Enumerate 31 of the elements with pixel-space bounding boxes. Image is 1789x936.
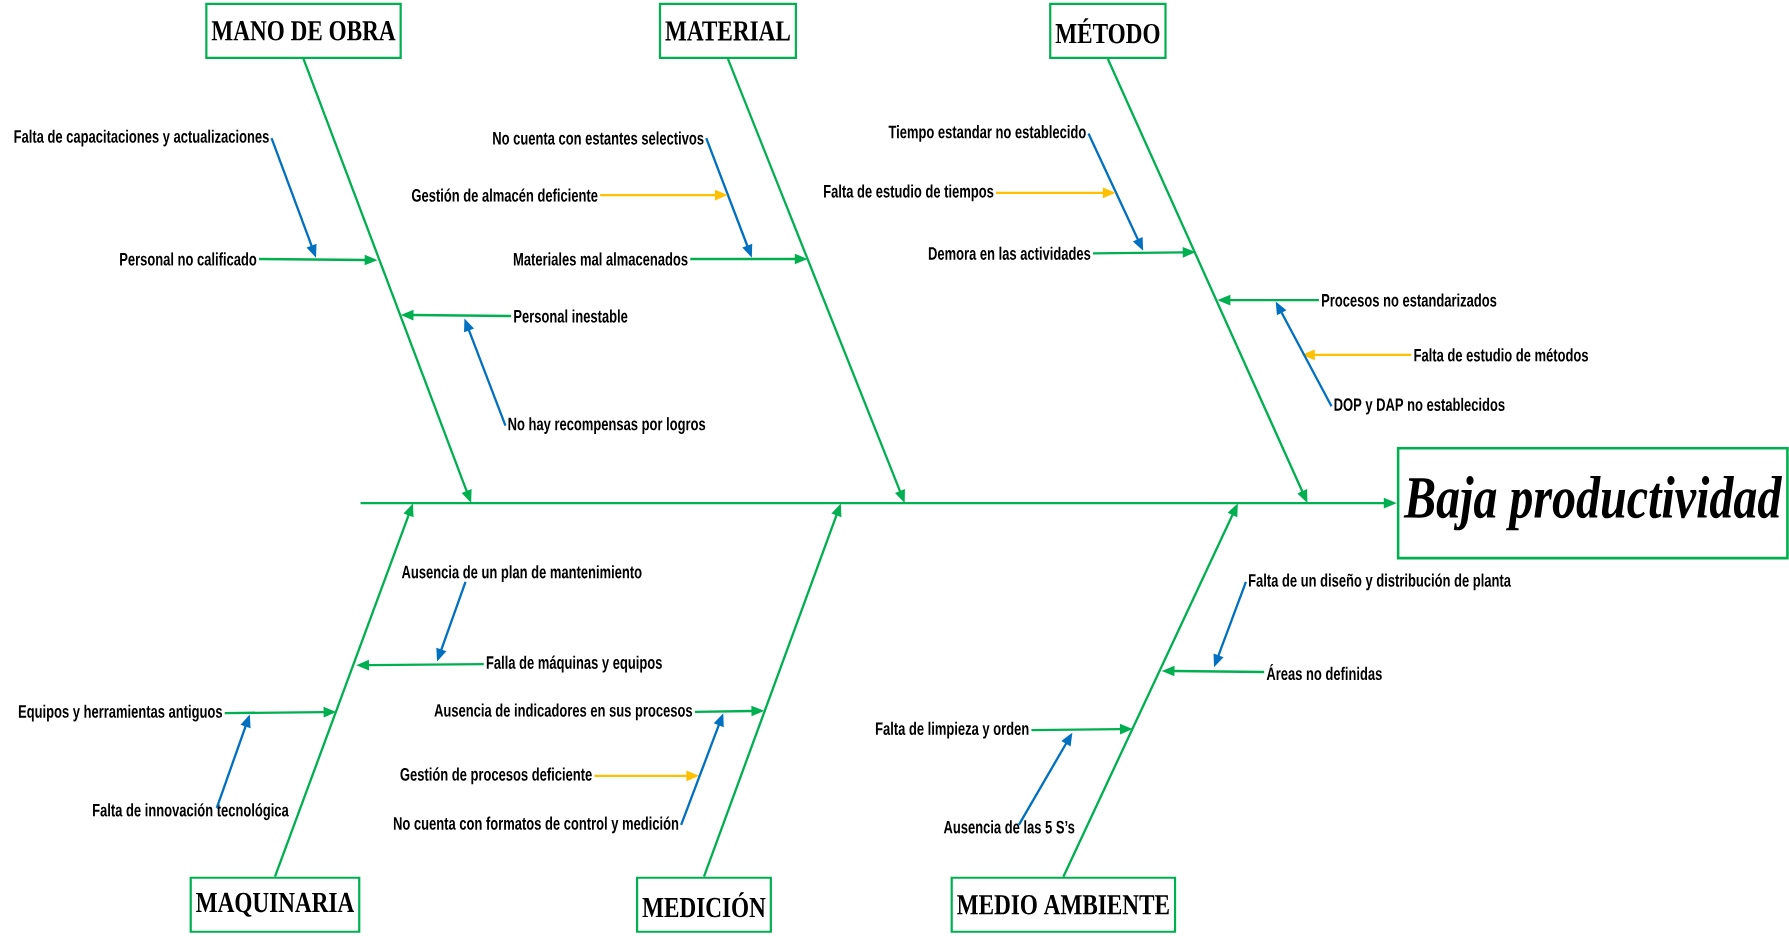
cause-label: Falta de un diseño y distribución de planta xyxy=(1246,571,1513,593)
cause-label: Falla de máquinas y equipos xyxy=(483,653,665,675)
cause-label: Falta de estudio de métodos xyxy=(1411,346,1591,364)
cause-label: Ausencia de un plan de mantenimiento xyxy=(399,563,645,584)
cause-label: Falta de limpieza y orden xyxy=(873,719,1032,741)
cause-label: Personal inestable xyxy=(511,307,630,325)
cause-label: Equipos y herramientas antiguos xyxy=(16,702,225,724)
cause-label: Gestión de procesos deficiente xyxy=(397,765,595,787)
cause-label: Falta de innovación tecnológica xyxy=(90,801,291,823)
cause-label: No cuenta con formatos de control y medición xyxy=(391,814,681,836)
category-box: MEDIO AMBIENTE xyxy=(950,876,1177,933)
category-box: MANO DE OBRA xyxy=(205,2,402,59)
cause-label: DOP y DAP no establecidos xyxy=(1331,395,1508,417)
cause-label: Falta de estudio de tiempos xyxy=(821,182,996,204)
cause-label: Tiempo estandar no establecido xyxy=(886,123,1089,144)
cause-label: Ausencia de las 5 S’s xyxy=(941,818,1077,836)
cause-label: Demora en las actividades xyxy=(926,244,1093,262)
cause-label: Materiales mal almacenados xyxy=(511,250,691,268)
cause-label: No hay recompensas por logros xyxy=(505,415,708,436)
category-box: MAQUINARIA xyxy=(189,876,361,933)
cause-label: Procesos no estandarizados xyxy=(1319,291,1499,309)
cause-label: No cuenta con estantes selectivos xyxy=(490,129,707,147)
category-box: MÉTODO xyxy=(1049,2,1167,59)
category-box: MEDICIÓN xyxy=(636,876,772,933)
category-box: MATERIAL xyxy=(658,2,797,59)
cause-label: Personal no calificado xyxy=(117,250,259,268)
cause-label: Áreas no definidas xyxy=(1264,661,1385,683)
effect-box: Baja productividad xyxy=(1396,446,1789,560)
cause-label: Gestión de almacén deficiente xyxy=(409,186,600,204)
cause-label: Ausencia de indicadores en sus procesos xyxy=(432,701,695,723)
cause-label: Falta de capacitaciones y actualizaciones xyxy=(11,127,272,149)
